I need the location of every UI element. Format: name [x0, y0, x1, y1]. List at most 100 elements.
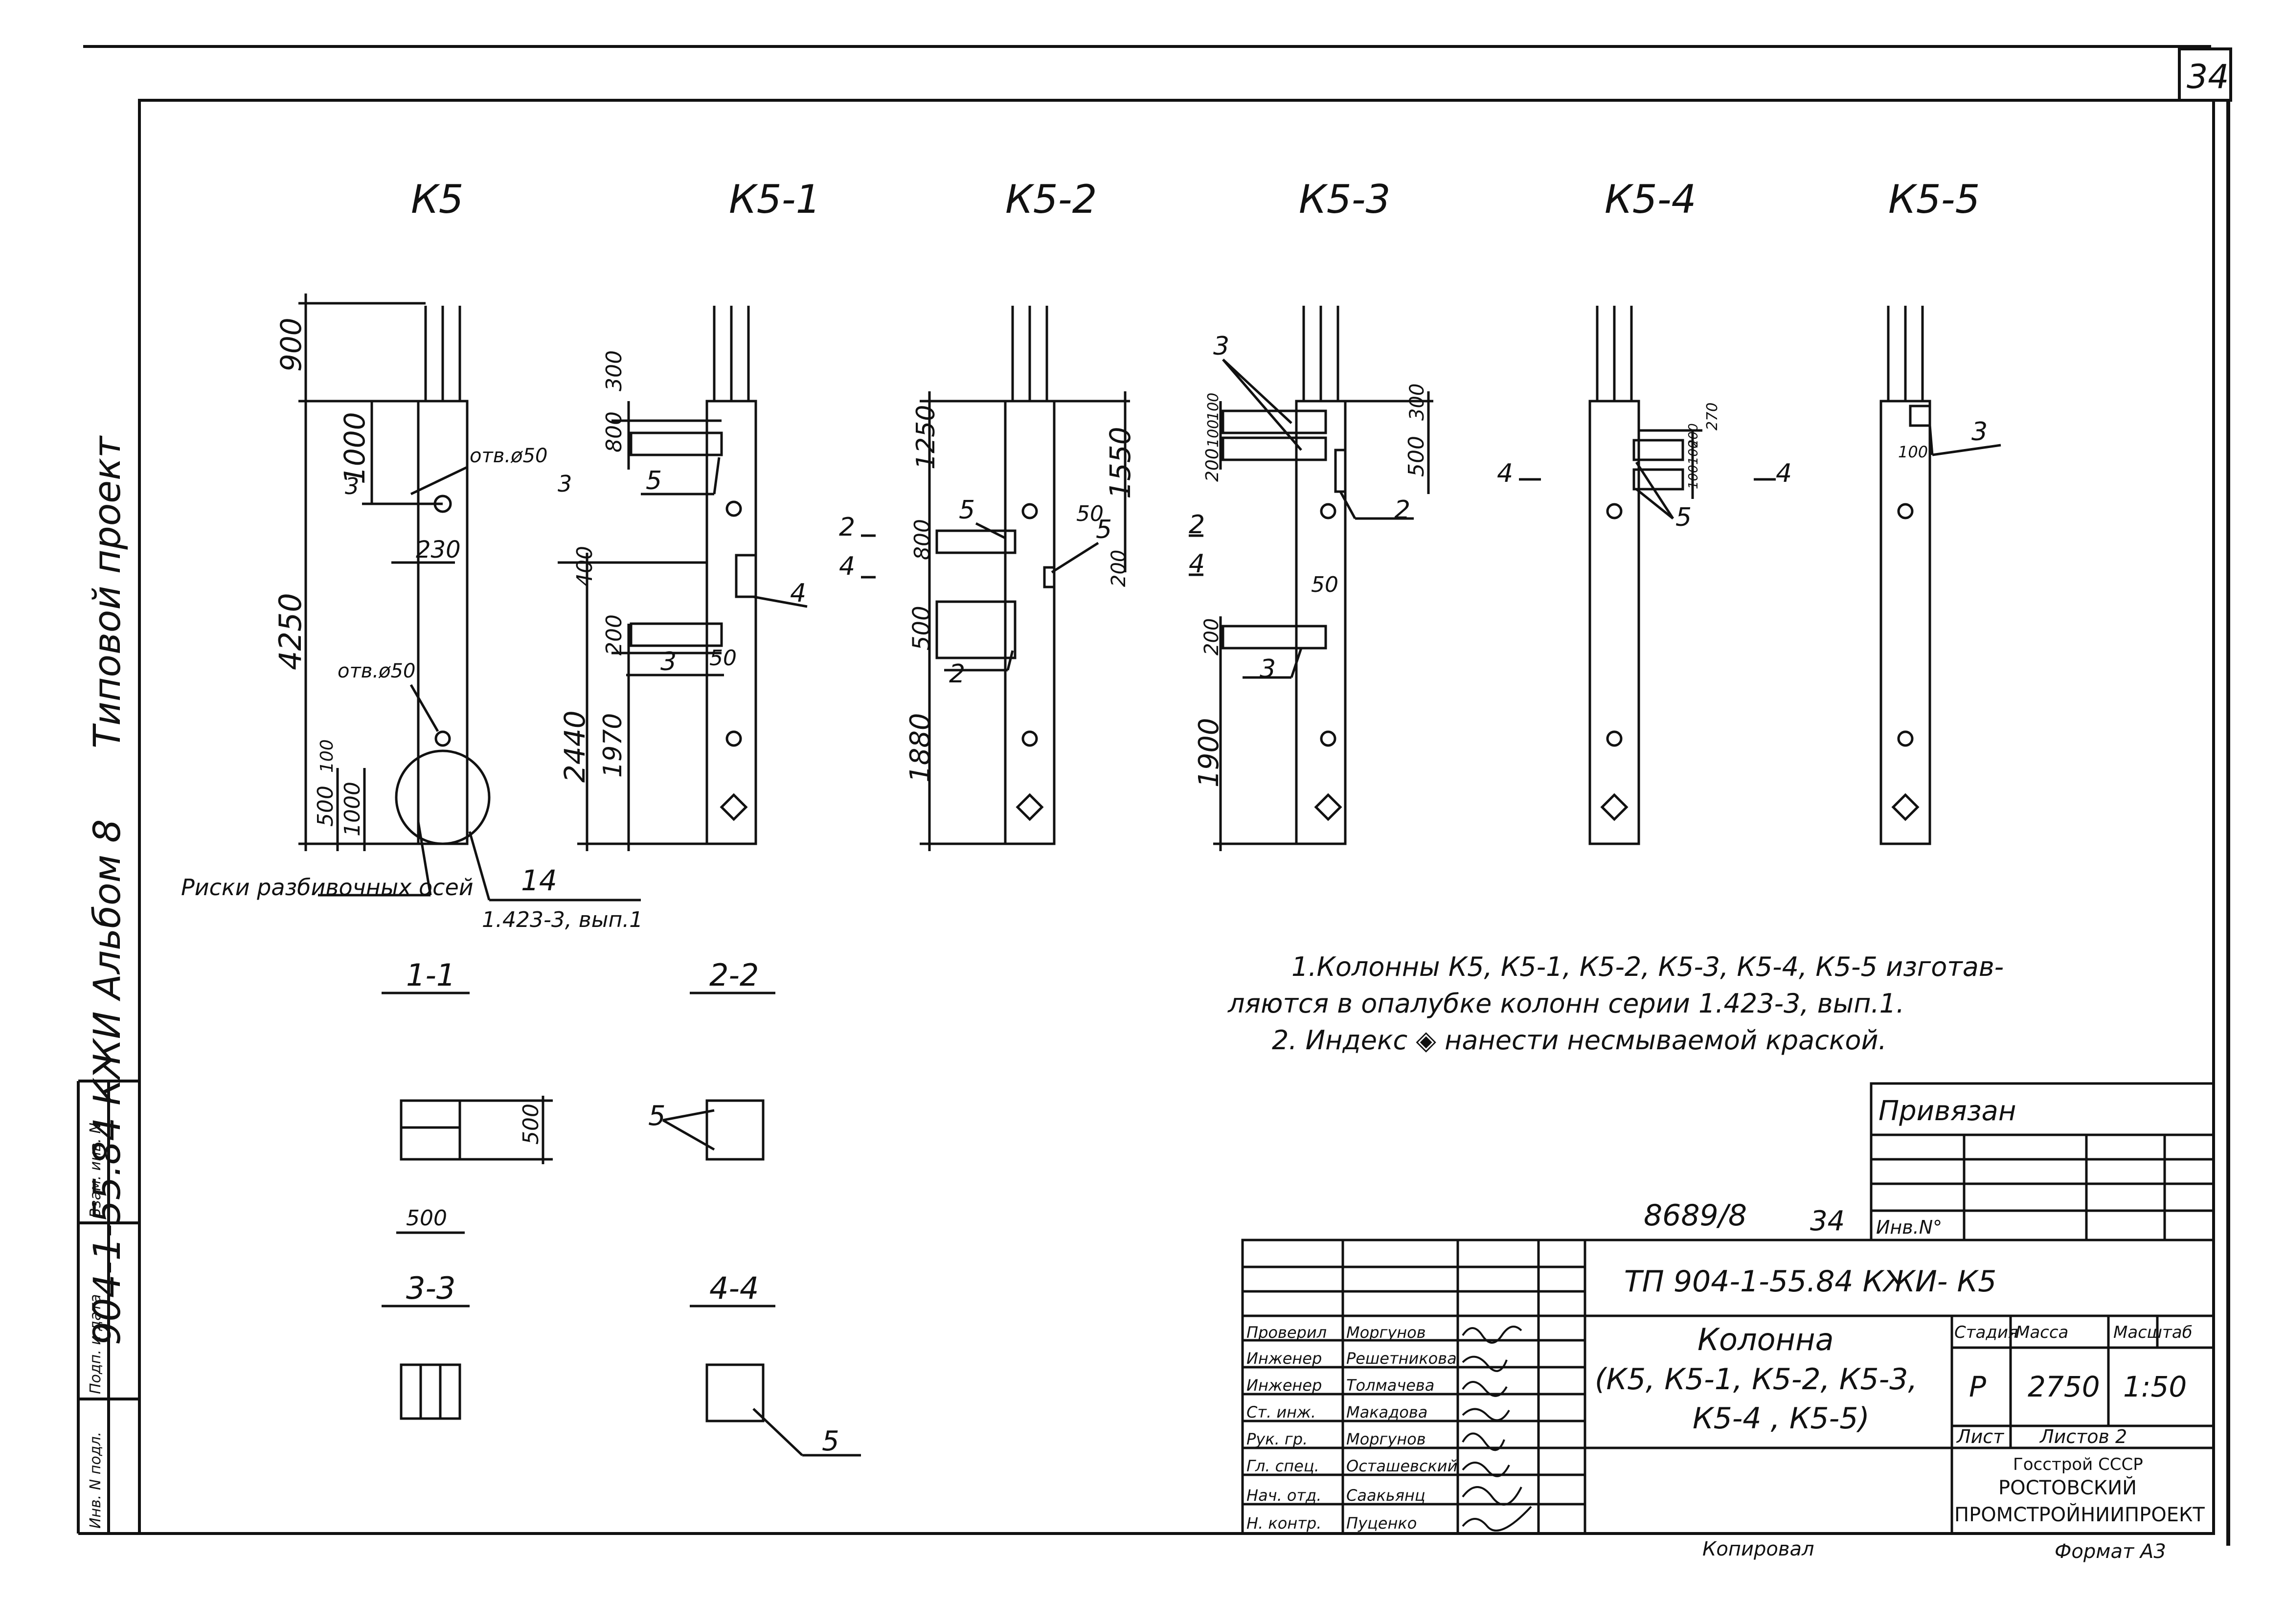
- column-k5-5: [1879, 306, 2001, 845]
- k5-4-section-right: 4: [1776, 459, 1792, 488]
- k5-1-dim-1970: 1970: [598, 713, 628, 778]
- note-line-2: ляются в опалубке колонн серии 1.423-3, …: [1227, 988, 1904, 1019]
- column-title-k5-3: К5-3: [1299, 177, 1390, 222]
- staff-role: Нач. отд.: [1246, 1486, 1321, 1505]
- staff-role: Н. контр.: [1246, 1514, 1321, 1533]
- section-label-1-1: 1-1: [406, 957, 455, 993]
- staff-list: Проверил Моргунов Инженер Решетникова Ин…: [1246, 1323, 1457, 1533]
- k5-1-dim-300: 300: [602, 350, 627, 391]
- title-name-3: К5-4 , К5-5): [1693, 1401, 1870, 1436]
- k5-4-dim-100a: 100: [1686, 465, 1701, 489]
- k5-1-mark-5: 5: [646, 466, 662, 496]
- note-line-3: 2. Индекс ◈ нанести несмываемой краской.: [1272, 1025, 1887, 1056]
- section-1-1-shape: [400, 1099, 461, 1161]
- column-k5-1: [558, 306, 808, 851]
- side-project-label: Типовой проект: [85, 435, 129, 748]
- k5-dim-500: 500: [313, 786, 338, 827]
- column-title-k5-1: К5-1: [729, 177, 820, 222]
- stage-header: Стадия: [1954, 1323, 2018, 1342]
- org-line-1: Госстрой СССР: [2013, 1455, 2143, 1474]
- column-title-k5-5: К5-5: [1888, 177, 1980, 222]
- k5-3-dim-200b: 200: [1200, 618, 1223, 655]
- k5-3-dim-100b: 100: [1205, 393, 1222, 421]
- k5-3-dim-100a: 100: [1205, 420, 1222, 448]
- staff-role: Ст. инж.: [1246, 1403, 1316, 1421]
- k5-3-dim-50: 50: [1311, 572, 1338, 597]
- k5-2-dim-1880: 1880: [905, 713, 936, 783]
- staff-role: Инженер: [1246, 1349, 1322, 1368]
- staff-role: Проверил: [1246, 1323, 1327, 1342]
- k5-4-dim-100b: 100: [1686, 440, 1701, 465]
- archive-cell-3: Взам. инв. N: [87, 1123, 104, 1218]
- org-line-3: ПРОМСТРОЙНИИПРОЕКТ: [1954, 1503, 2205, 1526]
- column-title-k5: К5: [411, 177, 464, 222]
- k5-3-dim-500: 500: [1404, 436, 1429, 477]
- staff-role: Гл. спец.: [1246, 1457, 1319, 1475]
- staff-name: Осташевский: [1346, 1457, 1457, 1475]
- section-3-3-shape: [400, 1363, 461, 1420]
- binding-inv-page: 34: [1810, 1205, 1845, 1237]
- binding-title: Привязан: [1878, 1095, 2016, 1127]
- k5-2-mark-5b: 5: [1096, 515, 1112, 544]
- k5-3-mark-3a: 3: [1213, 332, 1229, 361]
- staff-role: Рук. гр.: [1246, 1430, 1308, 1448]
- staff-name: Моргунов: [1346, 1323, 1426, 1342]
- signatures: [1462, 1326, 1532, 1532]
- archive-cell-1: Инв. N подл.: [87, 1432, 104, 1529]
- k5-hole-top: отв.ø50: [470, 445, 547, 467]
- k5-4-mark-5: 5: [1675, 503, 1692, 532]
- column-k5-4: [1519, 306, 1776, 845]
- k5-1-dim-800: 800: [602, 411, 627, 452]
- k5-4-section-left: 4: [1497, 459, 1513, 488]
- k5-2-dim-500: 500: [908, 606, 935, 651]
- section-1-1-dim-height: 500: [519, 1104, 543, 1145]
- k5-2-dim-200: 200: [1108, 550, 1130, 587]
- k5-3-mark-3b: 3: [1260, 654, 1276, 684]
- note-line-1: 1.Колонны К5, К5-1, К5-2, К5-3, К5-4, К5…: [1291, 951, 2004, 982]
- k5-1-mark-3: 3: [660, 647, 677, 677]
- k5-2-section-4: 4: [839, 552, 855, 581]
- staff-name: Пуценко: [1346, 1514, 1417, 1533]
- copied-label: Копировал: [1702, 1538, 1814, 1560]
- column-title-k5-4: К5-4: [1605, 177, 1696, 222]
- title-name-2: (К5, К5-1, К5-2, К5-3,: [1595, 1362, 1917, 1397]
- staff-name: Решетникова: [1346, 1349, 1457, 1368]
- k5-1-dim-2440: 2440: [558, 710, 591, 783]
- binding-inv-label: Инв.N°: [1876, 1217, 1942, 1238]
- k5-section-mark-right: 3: [558, 471, 572, 497]
- staff-name: Саакьянц: [1346, 1486, 1425, 1505]
- org-line-2: РОСТОВСКИЙ: [1998, 1476, 2137, 1499]
- section-2-2-mark-5: 5: [648, 1100, 666, 1132]
- k5-2-mark-5a: 5: [959, 496, 975, 525]
- k5-dim-900: 900: [274, 317, 308, 372]
- sheet-number: 34: [2187, 58, 2229, 96]
- k5-dim-1000-bottom: 1000: [340, 782, 365, 836]
- title-block: [1241, 1239, 2215, 1535]
- staff-name: Толмачева: [1346, 1376, 1434, 1395]
- side-code-label: 904-1-55.84 КЖИ Альбом 8: [85, 819, 129, 1345]
- k5-2-dim-1250: 1250: [911, 405, 941, 470]
- binding-inv-number: 8689/8: [1644, 1198, 1747, 1233]
- k5-dim-100: 100: [317, 739, 337, 773]
- mass-header: Масса: [2015, 1323, 2068, 1342]
- column-k5-2: [861, 306, 1130, 851]
- k5-dim-4250: 4250: [272, 593, 308, 670]
- k5-3-dim-300: 300: [1406, 383, 1428, 421]
- title-name-1: Колонна: [1697, 1322, 1834, 1357]
- k5-5-mark-3: 3: [1971, 417, 1988, 447]
- scale-header: Масштаб: [2113, 1323, 2193, 1342]
- section-1-1-dim-width: 500: [406, 1206, 447, 1231]
- k5-3-section-4: 4: [1189, 549, 1205, 579]
- scale-value: 1:50: [2123, 1370, 2187, 1403]
- staff-name: Моргунов: [1346, 1430, 1426, 1448]
- staff-role: Инженер: [1246, 1376, 1322, 1395]
- k5-1-dim-50: 50: [709, 646, 737, 671]
- ref-series: 1.423-3, вып.1: [482, 907, 643, 932]
- k5-4-dim-200: 200: [1686, 423, 1701, 448]
- k5-1-mark-4: 4: [790, 579, 806, 608]
- k5-dim-230: 230: [416, 536, 461, 564]
- k5-2-dim-1550: 1550: [1104, 427, 1137, 499]
- section-2-2-shape: [705, 1099, 765, 1161]
